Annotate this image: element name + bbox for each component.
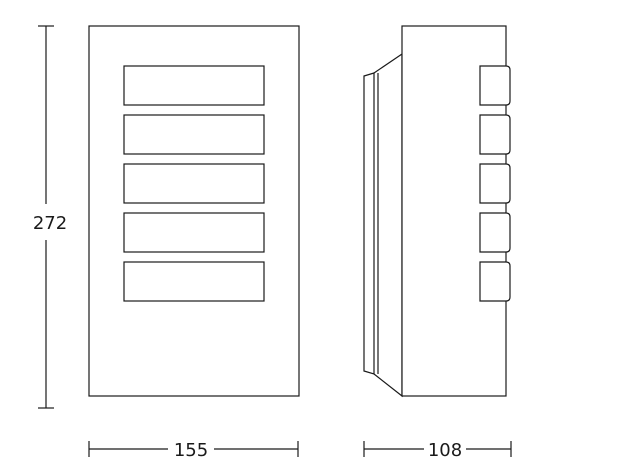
front-view bbox=[88, 25, 300, 397]
front-button-1 bbox=[123, 65, 265, 106]
front-button-2 bbox=[123, 114, 265, 155]
height-dimension: 272 bbox=[33, 25, 67, 409]
front-button-3 bbox=[123, 163, 265, 204]
side-depth-dimension: 108 bbox=[363, 440, 512, 461]
front-width-dimension: 155 bbox=[88, 440, 299, 461]
side-button-5 bbox=[479, 261, 511, 302]
height-dimension-label: 272 bbox=[33, 213, 67, 234]
side-depth-label: 108 bbox=[428, 440, 462, 461]
side-button-4 bbox=[479, 212, 511, 253]
side-button-1 bbox=[479, 65, 511, 106]
side-back-plate bbox=[363, 72, 375, 375]
front-width-label: 155 bbox=[174, 440, 208, 461]
side-button-group bbox=[479, 65, 511, 302]
front-button-group bbox=[123, 65, 265, 302]
front-button-5 bbox=[123, 261, 265, 302]
side-button-2 bbox=[479, 114, 511, 155]
front-button-4 bbox=[123, 212, 265, 253]
side-view bbox=[363, 25, 511, 398]
side-button-3 bbox=[479, 163, 511, 204]
